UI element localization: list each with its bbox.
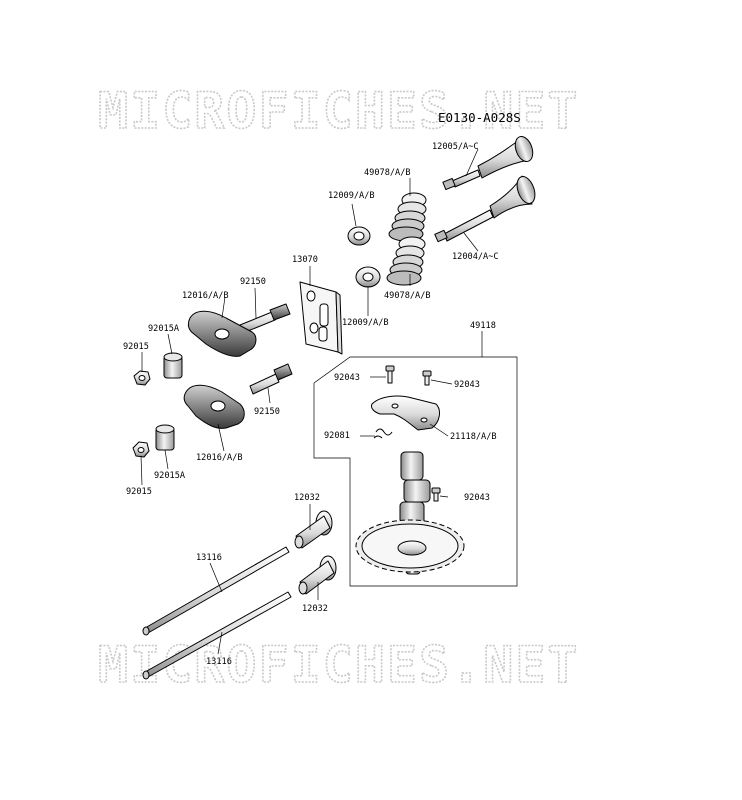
- small-spring: [373, 428, 393, 439]
- label-tappet-lower: 12032: [302, 604, 328, 614]
- label-spring-lower: 49078/A/B: [384, 291, 431, 301]
- label-retainer-lower: 12009/A/B: [342, 318, 389, 328]
- intake-valve: [434, 175, 536, 243]
- label-hex-nut-upper: 92015: [123, 342, 149, 352]
- label-exhaust-valve: 12005/A~C: [432, 142, 479, 152]
- label-screw-b: 92043: [454, 380, 480, 390]
- label-weight: 21118/A/B: [450, 432, 497, 442]
- rocker-plate: [299, 281, 343, 355]
- valve-spring-upper: [388, 192, 427, 242]
- label-spring-upper: 49078/A/B: [364, 168, 411, 178]
- label-adjust-screw-lower: 92150: [254, 407, 280, 417]
- tappet-upper: [294, 510, 333, 549]
- hex-nut-lower: [132, 441, 150, 458]
- screw-c: [431, 487, 441, 502]
- tappet-lower: [298, 555, 337, 595]
- label-hex-nut-lower: 92015: [126, 487, 152, 497]
- retainer-lower: [355, 266, 381, 288]
- governor-weight: [371, 395, 440, 431]
- label-spring-small: 92081: [324, 431, 350, 441]
- diagram-code: E0130-A028S: [438, 110, 521, 125]
- label-pivot-nut-upper: 92015A: [148, 324, 180, 334]
- label-rocker-lower: 12016/A/B: [196, 453, 243, 463]
- label-push-rod-lower: 13116: [206, 657, 232, 667]
- screw-b: [422, 370, 432, 386]
- label-intake-valve: 12004/A~C: [452, 252, 499, 262]
- watermark-bottom: MICROFICHES.NET: [98, 636, 580, 694]
- retainer-upper: [347, 226, 371, 246]
- exhaust-valve: [442, 135, 534, 191]
- label-plate: 13070: [292, 255, 318, 265]
- rocker-arm-upper: [187, 310, 257, 357]
- camshaft-assy-frame: [313, 356, 518, 587]
- push-rod-upper: [142, 546, 290, 636]
- cam-gear: [355, 519, 465, 573]
- label-retainer-upper: 12009/A/B: [328, 191, 375, 201]
- label-screw-c: 92043: [464, 493, 490, 503]
- rocker-arm-lower: [183, 384, 245, 429]
- label-push-rod-upper: 13116: [196, 553, 222, 563]
- label-adjust-screw-upper: 92150: [240, 277, 266, 287]
- label-pivot-nut-lower: 92015A: [154, 471, 186, 481]
- adjusting-screw-upper: [239, 303, 291, 334]
- label-rocker-upper: 12016/A/B: [182, 291, 229, 301]
- label-tappet-upper: 12032: [294, 493, 320, 503]
- adjusting-screw-lower: [249, 363, 293, 395]
- leader-lines: [140, 148, 483, 655]
- screw-a: [385, 365, 395, 384]
- hex-nut-upper: [133, 370, 151, 386]
- pivot-nut-lower: [155, 424, 175, 451]
- watermark-top: MICROFICHES.NET: [98, 82, 580, 140]
- push-rod-lower: [142, 591, 292, 680]
- valve-spring-lower: [386, 236, 426, 286]
- label-screw-a: 92043: [334, 373, 360, 383]
- label-camshaft-assy: 49118: [470, 321, 496, 331]
- pivot-nut-upper: [163, 352, 183, 379]
